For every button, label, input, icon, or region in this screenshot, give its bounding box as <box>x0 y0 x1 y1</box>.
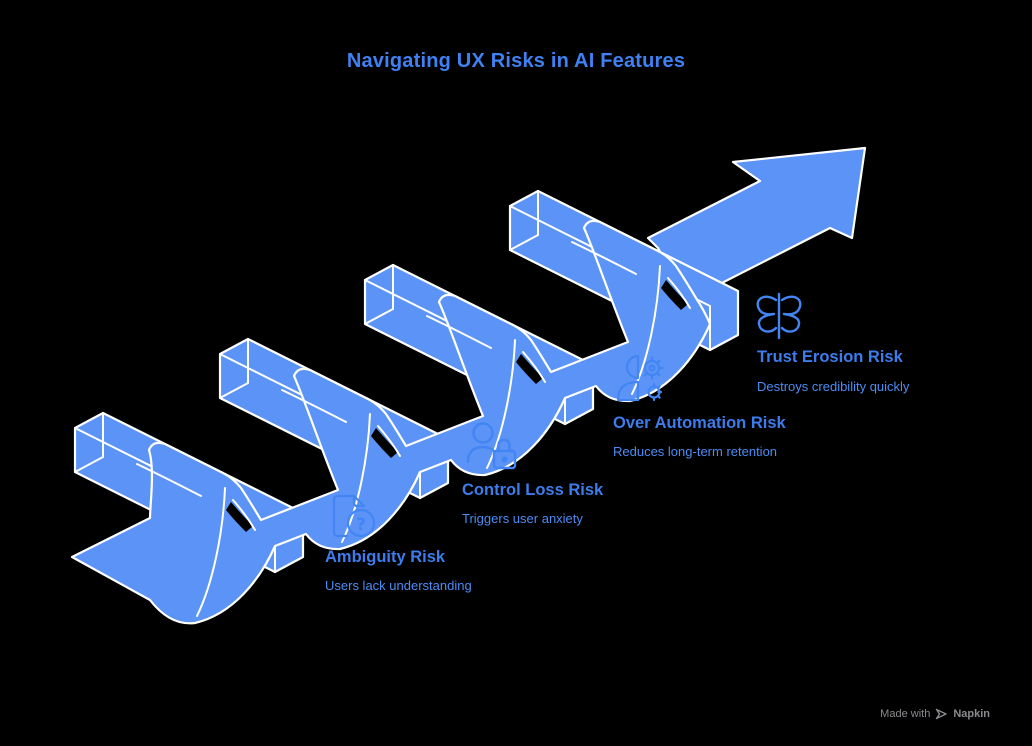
risk-name-over-automation: Over Automation Risk <box>613 414 786 432</box>
risk-desc-over-automation: Reduces long-term retention <box>613 444 778 459</box>
ribbon-path <box>70 219 712 625</box>
watermark-made-with: Made with <box>880 708 931 720</box>
watermark-brand: Napkin <box>953 708 990 720</box>
arch-gaps <box>226 280 688 532</box>
document-question-icon: ? <box>332 494 376 538</box>
user-lock-icon <box>466 422 517 470</box>
napkin-logo-icon <box>936 708 948 720</box>
watermark: Made with Napkin <box>880 708 990 720</box>
split-butterfly-icon <box>756 292 802 340</box>
question-glyph: ? <box>356 515 366 535</box>
diagram-title: Navigating UX Risks in AI Features <box>346 50 686 72</box>
user-gears-icon <box>616 354 664 402</box>
risk-desc-trust-erosion: Destroys credibility quickly <box>757 379 910 394</box>
risk-name-ambiguity: Ambiguity Risk <box>325 548 446 566</box>
risk-desc-ambiguity: Users lack understanding <box>325 578 472 593</box>
risk-desc-control-loss: Triggers user anxiety <box>462 511 583 526</box>
risk-name-control-loss: Control Loss Risk <box>462 481 604 499</box>
risk-name-trust-erosion: Trust Erosion Risk <box>757 348 903 366</box>
